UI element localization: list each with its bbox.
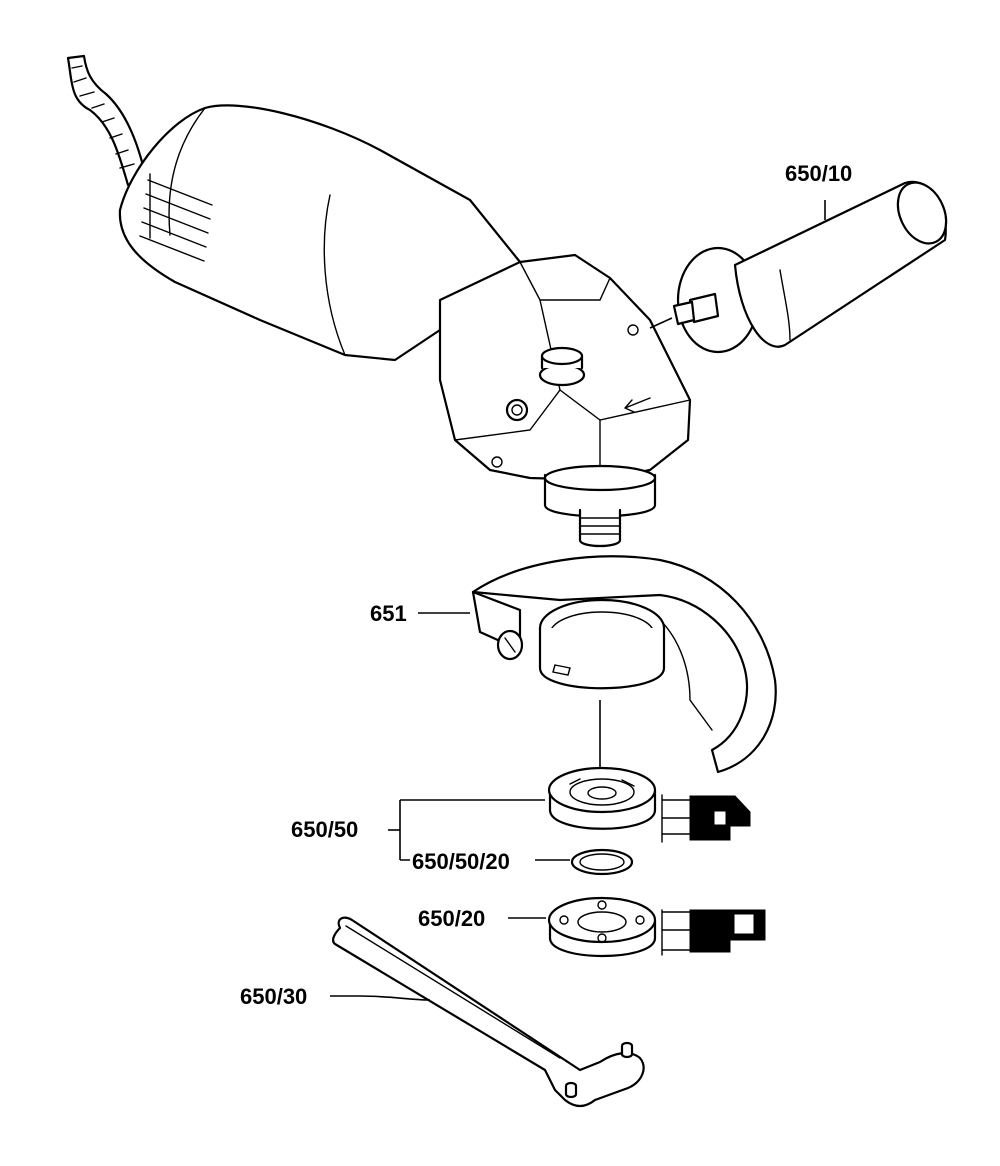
vent-slots [139,173,213,262]
wheel-guard [471,555,777,774]
label-flange-assembly: 650/50 [291,817,359,842]
label-guard: 651 [370,601,407,626]
grinder-housing [118,104,522,362]
gear-head [438,253,692,482]
leader-spanner [330,995,431,1001]
side-handle [649,180,948,354]
flange-cross-section [661,794,751,843]
rotation-arrow-mark [624,397,651,413]
spanner-wrench [332,916,645,1108]
label-side-handle: 650/10 [785,161,853,186]
nut-cross-section [661,909,766,956]
mounting-flange [547,766,657,830]
leader-lines [330,200,826,1001]
label-o-ring: 650/50/20 [412,849,510,874]
o-ring [570,848,634,876]
spindle-lock-button [538,346,586,387]
clamping-nut [547,896,657,957]
label-clamping-nut: 650/20 [418,906,486,931]
handle-thread-hole [505,398,529,422]
label-spanner: 650/30 [240,984,308,1009]
power-cord [66,54,148,187]
spindle [543,464,657,548]
guard-clamp-screw [496,629,524,661]
